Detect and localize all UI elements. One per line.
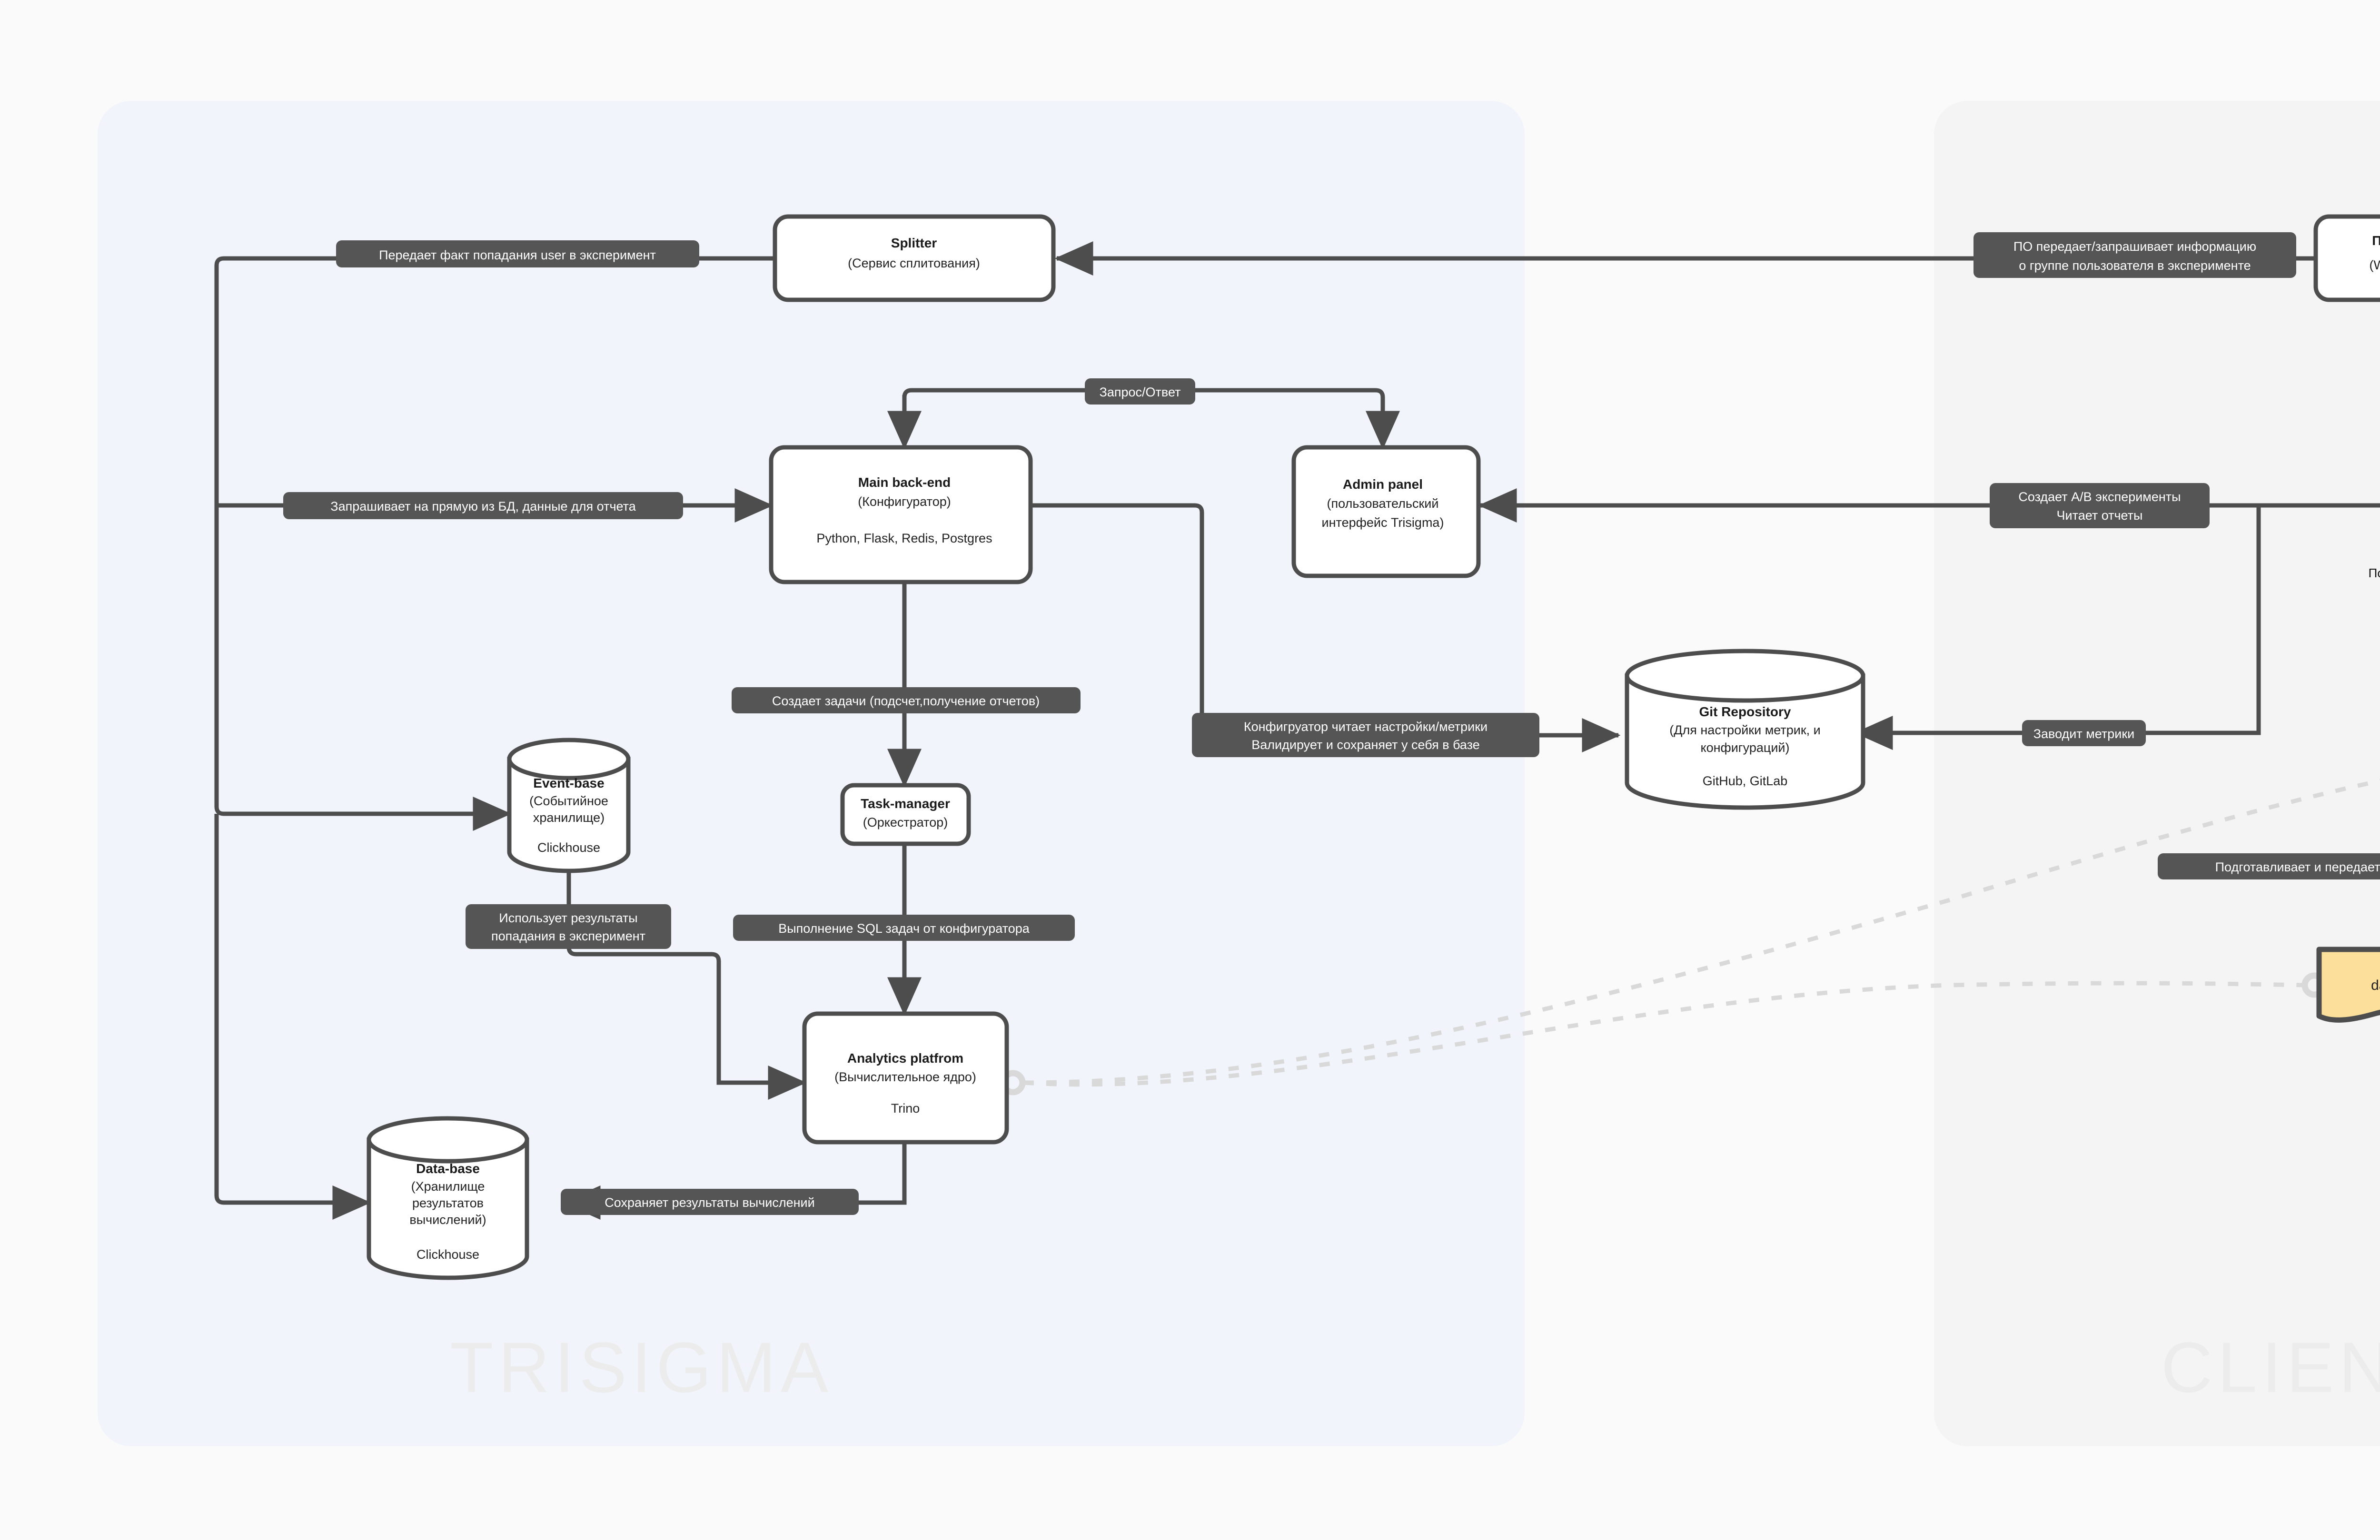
- edge-label-saves-results: Сохраняет результаты вычислений: [561, 1189, 859, 1215]
- edge-label-pass-user-hit: Передает факт попадания user в экспериме…: [336, 240, 699, 267]
- edge-label-direct-db-query-line-1: Запрашивает на прямую из БД, данные для …: [330, 499, 636, 513]
- node-task-manager[interactable]: Task-manager (Оркестратор): [840, 783, 971, 846]
- node-analytics-platform[interactable]: Analytics platfrom (Вычислительное ядро)…: [802, 1011, 1009, 1145]
- edge-label-configurator-reads-line-1: Конфигруатор читает настройки/метрики: [1244, 720, 1488, 734]
- edge-label-uses-results-line-2: попадания в эксперимент: [491, 929, 645, 943]
- node-splitter[interactable]: Splitter (Сервис сплитования): [773, 214, 1056, 302]
- edge-label-po-transfers-info: ПО передает/запрашивает информацию о гру…: [1973, 232, 2296, 278]
- edge-label-configurator-reads: Конфигруатор читает настройки/метрики Ва…: [1192, 713, 1539, 757]
- node-client-software-subtitle: (Web/App/Api): [2369, 258, 2380, 272]
- edge-label-creates-ab-experiments: Создает A/B эксперименты Читает отчеты: [1990, 483, 2210, 528]
- node-git-repository-subtitle-2: конфигураций): [1700, 740, 1789, 755]
- zone-client: CLIENT: [1934, 101, 2380, 1446]
- node-analytics-platform-title: Analytics platfrom: [847, 1051, 963, 1066]
- node-splitter-subtitle: (Сервис сплитования): [848, 256, 980, 270]
- node-event-base-subtitle-2: хранилище): [533, 810, 605, 825]
- edge-label-request-response-line-1: Запрос/Ответ: [1100, 385, 1181, 399]
- node-data-base[interactable]: Data-base (Хранилище результатов вычисле…: [367, 1116, 529, 1280]
- node-data-base-title: Data-base: [416, 1161, 480, 1176]
- node-admin-panel-subtitle-1: (пользовательский: [1327, 496, 1439, 511]
- edge-label-po-transfers-info-line-2: о группе пользователя в эксперименте: [2019, 258, 2251, 273]
- node-analytics-platform-tech: Trino: [891, 1101, 920, 1116]
- edge-label-direct-db-query: Запрашивает на прямую из БД, данные для …: [283, 492, 683, 519]
- node-task-manager-title: Task-manager: [861, 796, 950, 811]
- edge-label-prepares-data-calc-line-1: Подготавливает и передает данные для рас…: [2215, 860, 2380, 874]
- edge-label-po-transfers-info-line-1: ПО передает/запрашивает информацию: [2013, 239, 2256, 254]
- node-data-file-label: data.csv: [2371, 977, 2380, 993]
- edge-label-configurator-reads-line-2: Валидирует и сохраняет у себя в базе: [1251, 738, 1479, 752]
- zone-trisigma: TRISIGMA: [98, 101, 1525, 1446]
- edge-label-prepares-data-calc: Подготавливает и передает данные для рас…: [2158, 853, 2380, 879]
- node-client-software-title: ПО Клиента: [2372, 233, 2380, 248]
- node-admin-panel-subtitle-2: интерфейс Trisigma): [1322, 515, 1444, 530]
- edge-label-request-response: Запрос/Ответ: [1085, 378, 1195, 405]
- node-event-base-subtitle-1: (Событийное: [529, 794, 608, 808]
- actor-user-label-1: Пользователь: [2369, 566, 2380, 580]
- node-main-backend[interactable]: Main back-end (Конфигуратор) Python, Fla…: [769, 445, 1033, 584]
- node-data-base-subtitle-1: (Хранилище: [411, 1179, 485, 1194]
- node-data-base-tech: Clickhouse: [416, 1247, 479, 1262]
- node-git-repository[interactable]: Git Repository (Для настройки метрик, и …: [1625, 649, 1865, 810]
- node-data-base-subtitle-2: результатов: [412, 1196, 484, 1210]
- edge-label-sql-execution: Выполнение SQL задач от конфигуратора: [733, 915, 1075, 941]
- edge-label-adds-metrics: Заводит метрики: [2022, 720, 2146, 746]
- zone-trisigma-watermark: TRISIGMA: [450, 1327, 833, 1407]
- node-event-base-title: Event-base: [533, 776, 604, 790]
- node-data-file[interactable]: data.csv: [2316, 947, 2380, 1023]
- edge-label-sql-execution-line-1: Выполнение SQL задач от конфигуратора: [778, 921, 1030, 936]
- edge-label-creates-tasks-line-1: Создает задачи (подсчет,получение отчето…: [772, 694, 1040, 708]
- node-analytics-platform-subtitle: (Вычислительное ядро): [834, 1070, 976, 1084]
- zone-client-watermark: CLIENT: [2161, 1327, 2380, 1407]
- edge-label-creates-tasks: Создает задачи (подсчет,получение отчето…: [732, 687, 1081, 713]
- node-splitter-title: Splitter: [891, 236, 937, 250]
- dashed-links: [1023, 779, 2380, 1087]
- edge-label-creates-ab-experiments-line-2: Читает отчеты: [2057, 508, 2143, 523]
- node-git-repository-tech: GitHub, GitLab: [1703, 774, 1788, 788]
- node-main-backend-tech: Python, Flask, Redis, Postgres: [816, 531, 992, 545]
- node-git-repository-subtitle-1: (Для настройки метрик, и: [1669, 723, 1821, 737]
- node-main-backend-title: Main back-end: [858, 475, 951, 490]
- node-main-backend-subtitle: (Конфигуратор): [858, 494, 951, 509]
- edge-label-adds-metrics-line-1: Заводит метрики: [2033, 727, 2135, 741]
- node-event-base[interactable]: Event-base (Событийное хранилище) Clickh…: [507, 738, 631, 873]
- edge-label-saves-results-line-1: Сохраняет результаты вычислений: [605, 1195, 814, 1210]
- node-git-repository-title: Git Repository: [1699, 704, 1791, 719]
- node-data-base-subtitle-3: вычислений): [409, 1213, 486, 1227]
- edge-label-creates-ab-experiments-line-1: Создает A/B эксперименты: [2018, 490, 2181, 504]
- node-event-base-tech: Clickhouse: [537, 840, 600, 855]
- node-task-manager-subtitle: (Оркестратор): [863, 815, 948, 829]
- node-client-software[interactable]: ПО Клиента (Web/App/Api): [2313, 214, 2380, 302]
- edge-label-pass-user-hit-line-1: Передает факт попадания user в экспериме…: [379, 248, 656, 262]
- edge-label-uses-results-line-1: Использует результаты: [499, 911, 637, 925]
- node-admin-panel[interactable]: Admin panel (пользовательский интерфейс …: [1291, 445, 1481, 578]
- node-admin-panel-title: Admin panel: [1343, 477, 1423, 492]
- edge-label-uses-results: Использует результаты попадания в экспер…: [466, 904, 671, 949]
- actor-user-trisigma[interactable]: Пользователь Trisigma: [2369, 449, 2380, 597]
